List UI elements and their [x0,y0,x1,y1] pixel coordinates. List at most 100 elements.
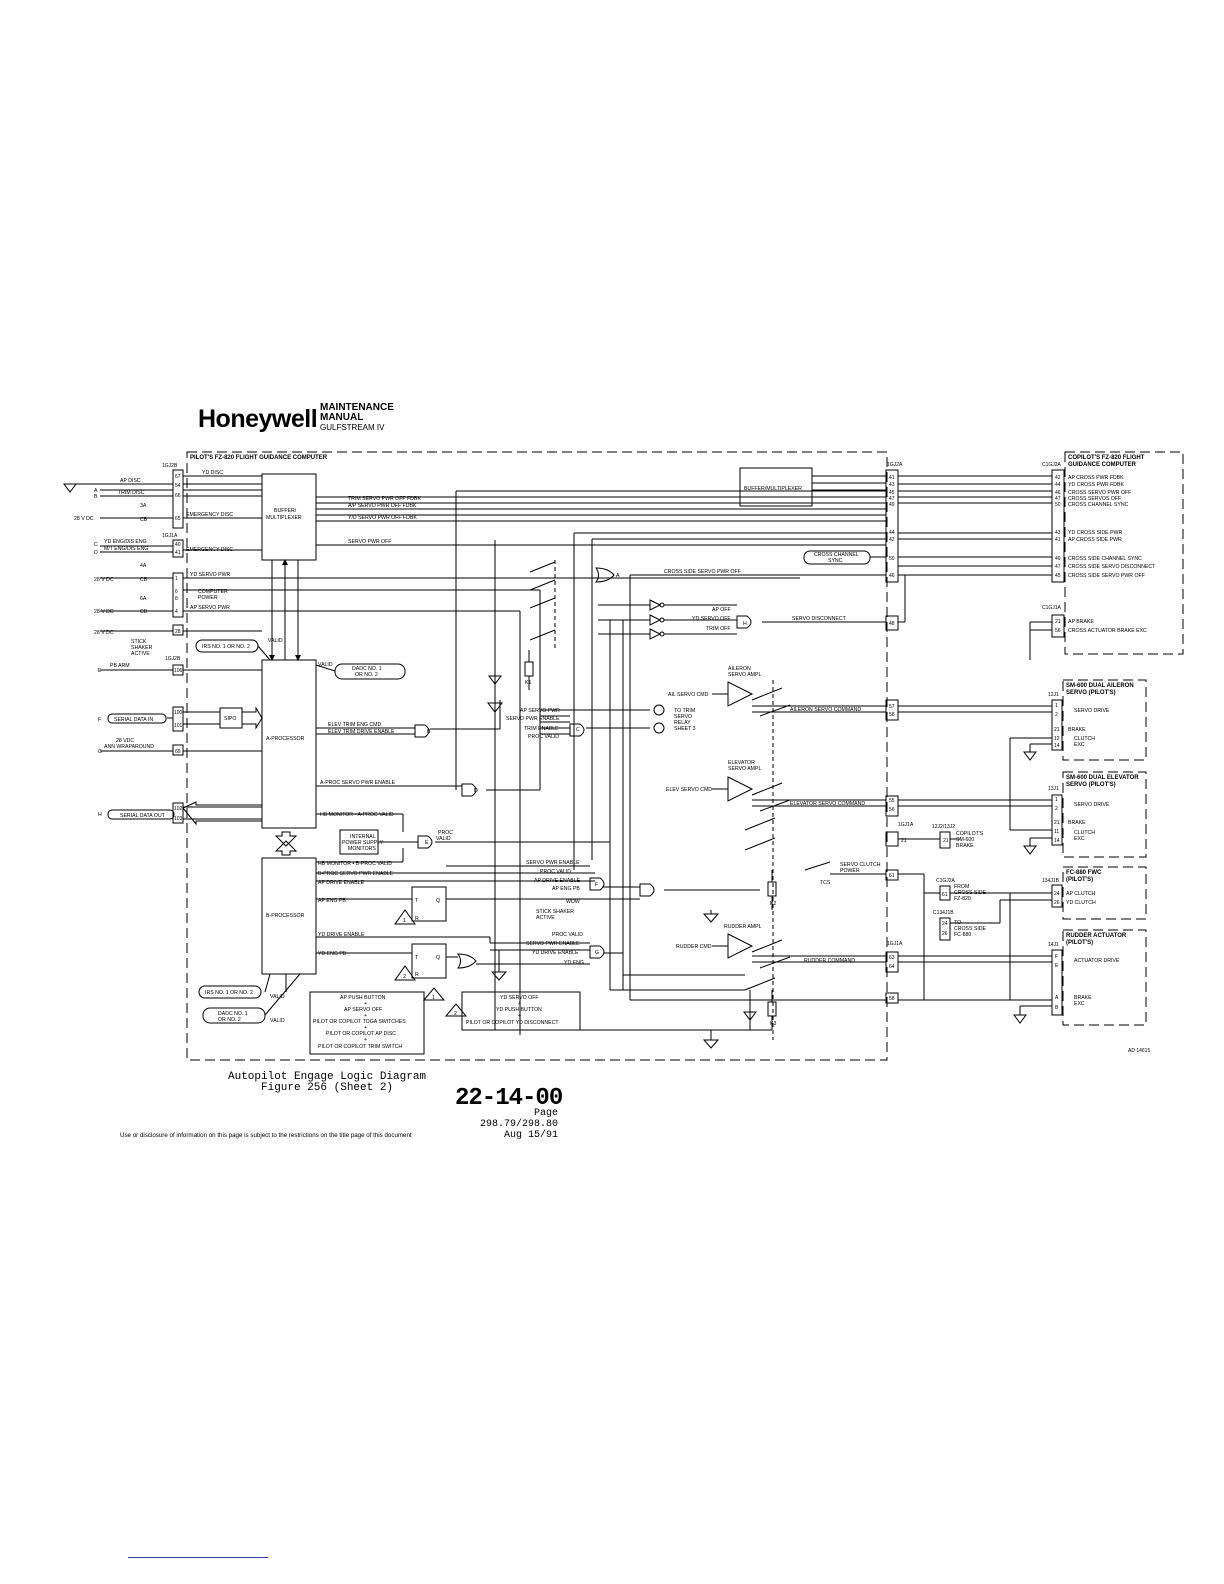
note-line: + [364,1025,367,1031]
header-line-3: GULFSTREAM IV [320,423,385,432]
servo-label: CLUTCH [1074,736,1095,742]
ff-q: Q [436,955,440,961]
connector-label: 1GJ1A [162,533,178,539]
copilot-sig: AP BRAKE [1068,619,1094,625]
pin: 69 [175,749,181,755]
note-line: + [364,1013,367,1019]
pin: 43 [1055,530,1061,536]
cross-label: FROM [954,884,969,890]
cross-label: FC-880 [954,932,971,938]
connector-label: 14J1 [1048,942,1059,948]
pin: F [1055,954,1058,960]
copilot-fgc-title-2: GUIDANCE COMPUTER [1068,462,1137,468]
ff-t: T [415,955,419,961]
servo-label: YD CLUTCH [1066,900,1096,906]
note-line: + [518,1001,521,1007]
cross-sync-1: CROSS CHANNEL [814,552,859,558]
gate-label: G [595,950,599,956]
delta-note-2: 2 [403,974,406,980]
header-line-2: MANUAL [320,412,364,423]
letter-c: C [94,542,98,548]
input-28vdc: 28 V DC [74,516,94,522]
pin: 103 [174,816,183,822]
input-shaker: SHAKER [131,645,153,651]
brand-logo: Honeywell [198,405,318,433]
cross-label: CROSS SIDE [954,890,987,896]
a-processor-block [261,659,317,829]
pin: 63 [889,955,895,961]
sig-wow: WOW [566,899,580,905]
flipflop-1 [411,886,447,922]
and-gate-b [414,724,430,738]
input-pb-arm: PB ARM [110,663,130,669]
sig-rudder-cmd: RUDDER CMD [676,944,712,950]
sig-elev-trim-drive: ELEV TRIM DRIVE ENABLE [328,729,395,735]
ff-q: Q [436,898,440,904]
sig-ail-servo-cmd: AIL SERVO CMD [668,692,709,698]
sig-ap-drive-enable: AP DRIVE ENABLE [318,880,365,886]
connector-label: 1GJ1A [898,822,914,828]
pin: 57 [889,704,895,710]
letter-g: G [98,749,102,755]
servo-label: EXC [1074,1001,1085,1007]
sig-ap-fdbk: A/P SERVO PWR OFF FDBK [348,503,417,509]
pin: 26 [1054,900,1060,906]
aileron-servo-box [1062,679,1147,761]
sig-yd-servo-pwr: YD SERVO PWR [190,572,231,578]
pilot-fgc-box [186,451,888,1061]
cb-label: CB [140,609,148,615]
pin: 41 [1055,537,1061,543]
sig-b-proc-servo-enable: B-PROC SERVO PWR ENABLE [318,871,394,877]
connector-label: 12J1 [1048,692,1059,698]
input-28vdc-ann: 28 VDC [116,738,134,744]
sig-ap-eng-pb: AP ENG PB [318,898,346,904]
and-gate-c [569,723,585,737]
pin: 56 [1055,628,1061,634]
relay-k1 [524,661,534,677]
sig-rudder-command: RUDDER COMMAND [804,958,855,964]
conn-strip-1 [172,469,184,529]
pin: 4 [175,609,178,615]
sig-irs: IRS NO. 1 OR NO. 2 [202,644,250,650]
sig-elevator-servo-command: ELEVATOR SERVO COMMAND [790,801,865,807]
sig-active: ACTIVE [536,915,555,921]
pin: 24 [1054,891,1060,897]
note-line: AP SERVO OFF [344,1007,382,1013]
gate-label: F [595,882,598,888]
connector-label: C1GJ1A [1042,605,1062,611]
copilot-fgc-box [1064,451,1184,655]
servo-label: EXC [1074,836,1085,842]
rudder-act-1: RUDDER ACTUATOR [1066,933,1127,939]
figure-caption: Autopilot Engage Logic Diagram Figure 25… [228,1072,426,1094]
pin: 1 [175,576,178,582]
servo-label: ACTUATOR DRIVE [1074,958,1120,964]
note-line: + [364,1037,367,1043]
sig-monitors: MONITORS [348,846,376,852]
sig-proc-valid: PROC VALID [552,932,583,938]
pin: 41 [175,550,181,556]
connector-label: 134J1B [1042,878,1060,884]
pin: 49 [889,502,895,508]
connector-label: 1GJ2B [162,463,178,469]
servo-label: SERVO DRIVE [1074,708,1110,714]
sm600-elev-2: SERVO (PILOT'S) [1066,782,1116,788]
sig-ap-servo-pwr: AP SERVO PWR [520,708,560,714]
sig-stick-shaker: STICK SHAKER [536,909,574,915]
sig-proc-valid: PROC VALID [528,734,559,740]
delta-note-2: 2 [454,1011,457,1017]
pin: 106 [174,668,183,674]
copilot-sig: CROSS SIDE SERVO DISCONNECT [1068,564,1156,570]
ff-t: T [415,898,419,904]
fc880-box [1062,866,1147,920]
sig-hb-b: HB MONITOR • B-PROC VALID [318,861,392,867]
pin: 56 [889,807,895,813]
and-gate-f [589,877,605,891]
sig-servo-disconnect: SERVO DISCONNECT [792,616,847,622]
sipo-label: SIPO [224,716,236,722]
pin: 61 [942,892,948,898]
connector-label: 1GJ2B [165,656,181,662]
rudder-act-2: (PILOT'S) [1066,940,1093,946]
brake-label: BRAKE [956,843,974,849]
copilot-sig: CROSS ACTUATOR BRAKE EXC [1068,628,1147,634]
sig-trim-fdbk: TRIM SERVO PWR OFF FDBK [348,496,421,502]
